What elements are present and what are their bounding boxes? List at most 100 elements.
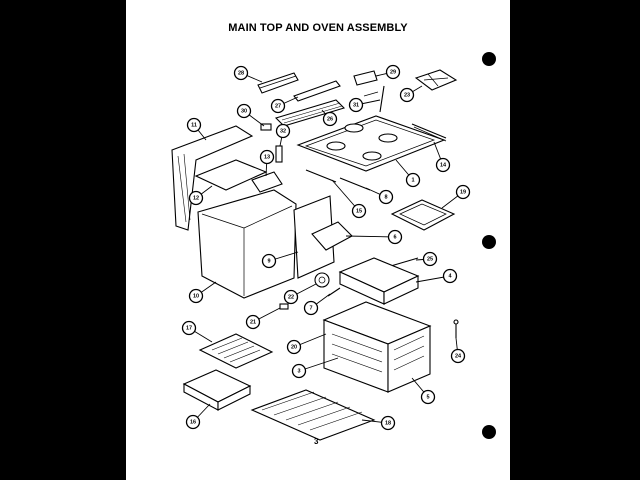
callout-circle [259, 149, 275, 165]
callout-label: 28 [238, 70, 244, 76]
callout-24: 24 [450, 337, 466, 364]
part-7-bracket [327, 287, 341, 297]
callout-32: 32 [275, 123, 291, 147]
binder-hole-middle [482, 235, 496, 249]
callout-circle [378, 189, 394, 205]
part-4-broiler-box [338, 257, 420, 305]
callout-label: 16 [190, 419, 196, 425]
part-29-bracket [353, 70, 378, 86]
callout-label: 22 [288, 294, 294, 300]
part-shapes [171, 69, 459, 441]
callout-label: 3 [297, 368, 300, 374]
callout-22: 22 [283, 283, 317, 305]
callout-circle [385, 64, 401, 80]
part-8-strip [339, 177, 371, 191]
callout-6: 6 [345, 229, 403, 245]
callout-12: 12 [188, 185, 213, 206]
page-title: MAIN TOP AND OVEN ASSEMBLY [228, 22, 408, 34]
callout-circle [422, 251, 438, 267]
callout-1: 1 [395, 159, 421, 188]
callout-20: 20 [286, 333, 327, 355]
callout-circle [236, 103, 252, 119]
callout-circle [186, 117, 202, 133]
callout-circle [270, 98, 286, 114]
part-oven-cavity [322, 301, 432, 393]
callout-label: 17 [186, 325, 192, 331]
callout-circle [455, 184, 471, 200]
callout-circle [399, 87, 415, 103]
callout-14: 14 [433, 141, 451, 173]
callout-label: 20 [291, 344, 297, 350]
callout-label: 13 [264, 154, 270, 160]
callout-circle [188, 190, 204, 206]
callout-label: 11 [191, 122, 197, 128]
callout-circle [286, 339, 302, 355]
callout-label: 9 [267, 258, 270, 264]
part-10-insulation [197, 189, 297, 299]
callout-circle [450, 348, 466, 364]
callout-label: 12 [193, 195, 199, 201]
binder-hole-bottom [482, 425, 496, 439]
callout-label: 6 [393, 234, 396, 240]
exploded-assembly-drawing: 28 29 27 31 26 23 30 32 11 13 14 12 18 1 5 19 6 9 25 10 22 4 7… [171, 64, 471, 441]
callout-circle [435, 157, 451, 173]
callout-label: 4 [448, 273, 452, 279]
callout-label: 24 [455, 353, 462, 359]
callout-label: 31 [353, 102, 359, 108]
part-11-insulation [171, 125, 254, 231]
callout-label: 30 [241, 108, 247, 114]
callout-11: 11 [186, 117, 207, 141]
callout-label: 5 [426, 394, 429, 400]
part-30-clip [260, 123, 272, 131]
callout-23: 23 [399, 85, 423, 103]
part-16-broiler-pan [182, 369, 252, 411]
callout-25: 25 [415, 251, 438, 267]
part-32-clip [275, 145, 283, 163]
binder-hole-top [482, 52, 496, 66]
callout-27: 27 [270, 96, 299, 114]
callout-circle [245, 314, 261, 330]
callout-16: 16 [185, 403, 211, 430]
callout-label: 21 [250, 319, 256, 325]
callout-10: 10 [188, 281, 217, 304]
callout-19: 19 [441, 184, 471, 209]
callout-31: 31 [348, 97, 381, 113]
callout-13: 13 [259, 149, 275, 177]
part-13-bracket [251, 171, 283, 193]
callout-circle [303, 300, 319, 316]
callout-circle [291, 363, 307, 379]
callout-circle [233, 65, 249, 81]
part-26-grille [274, 91, 379, 127]
part-28-trim [257, 72, 299, 94]
callout-label: 7 [309, 305, 312, 311]
callout-17: 17 [181, 320, 213, 343]
callout-label: 29 [390, 69, 396, 75]
callout-28: 28 [233, 65, 263, 83]
callout-label: 18 [385, 420, 391, 426]
callout-26: 26 [321, 109, 338, 127]
callout-circle [442, 268, 458, 284]
part-27-trim [293, 80, 341, 102]
part-15-strip [305, 169, 337, 183]
callout-label: 25 [427, 256, 433, 262]
part-1-cooktop [296, 115, 446, 172]
part-18-oven-rack [250, 389, 376, 441]
callout-circle [380, 415, 396, 431]
page-number: 3 [314, 437, 319, 446]
part-23-grate [414, 69, 458, 91]
callout-label: 26 [327, 116, 333, 122]
callout-3: 3 [291, 357, 339, 379]
part-31-rod [379, 85, 385, 113]
callout-circle [348, 97, 364, 113]
callout-29: 29 [375, 64, 401, 80]
part-17-broiler-grid [198, 333, 274, 369]
part-19-panel [390, 199, 456, 231]
callout-21: 21 [245, 307, 281, 330]
part-24-screw [453, 319, 459, 338]
callout-label: 14 [440, 162, 447, 168]
callout-9: 9 [261, 251, 299, 269]
callout-5: 5 [411, 377, 436, 405]
part-21-clip [279, 303, 289, 310]
diagram-sheet: MAIN TOP AND OVEN ASSEMBLY [126, 0, 510, 480]
callout-label: 23 [404, 92, 410, 98]
